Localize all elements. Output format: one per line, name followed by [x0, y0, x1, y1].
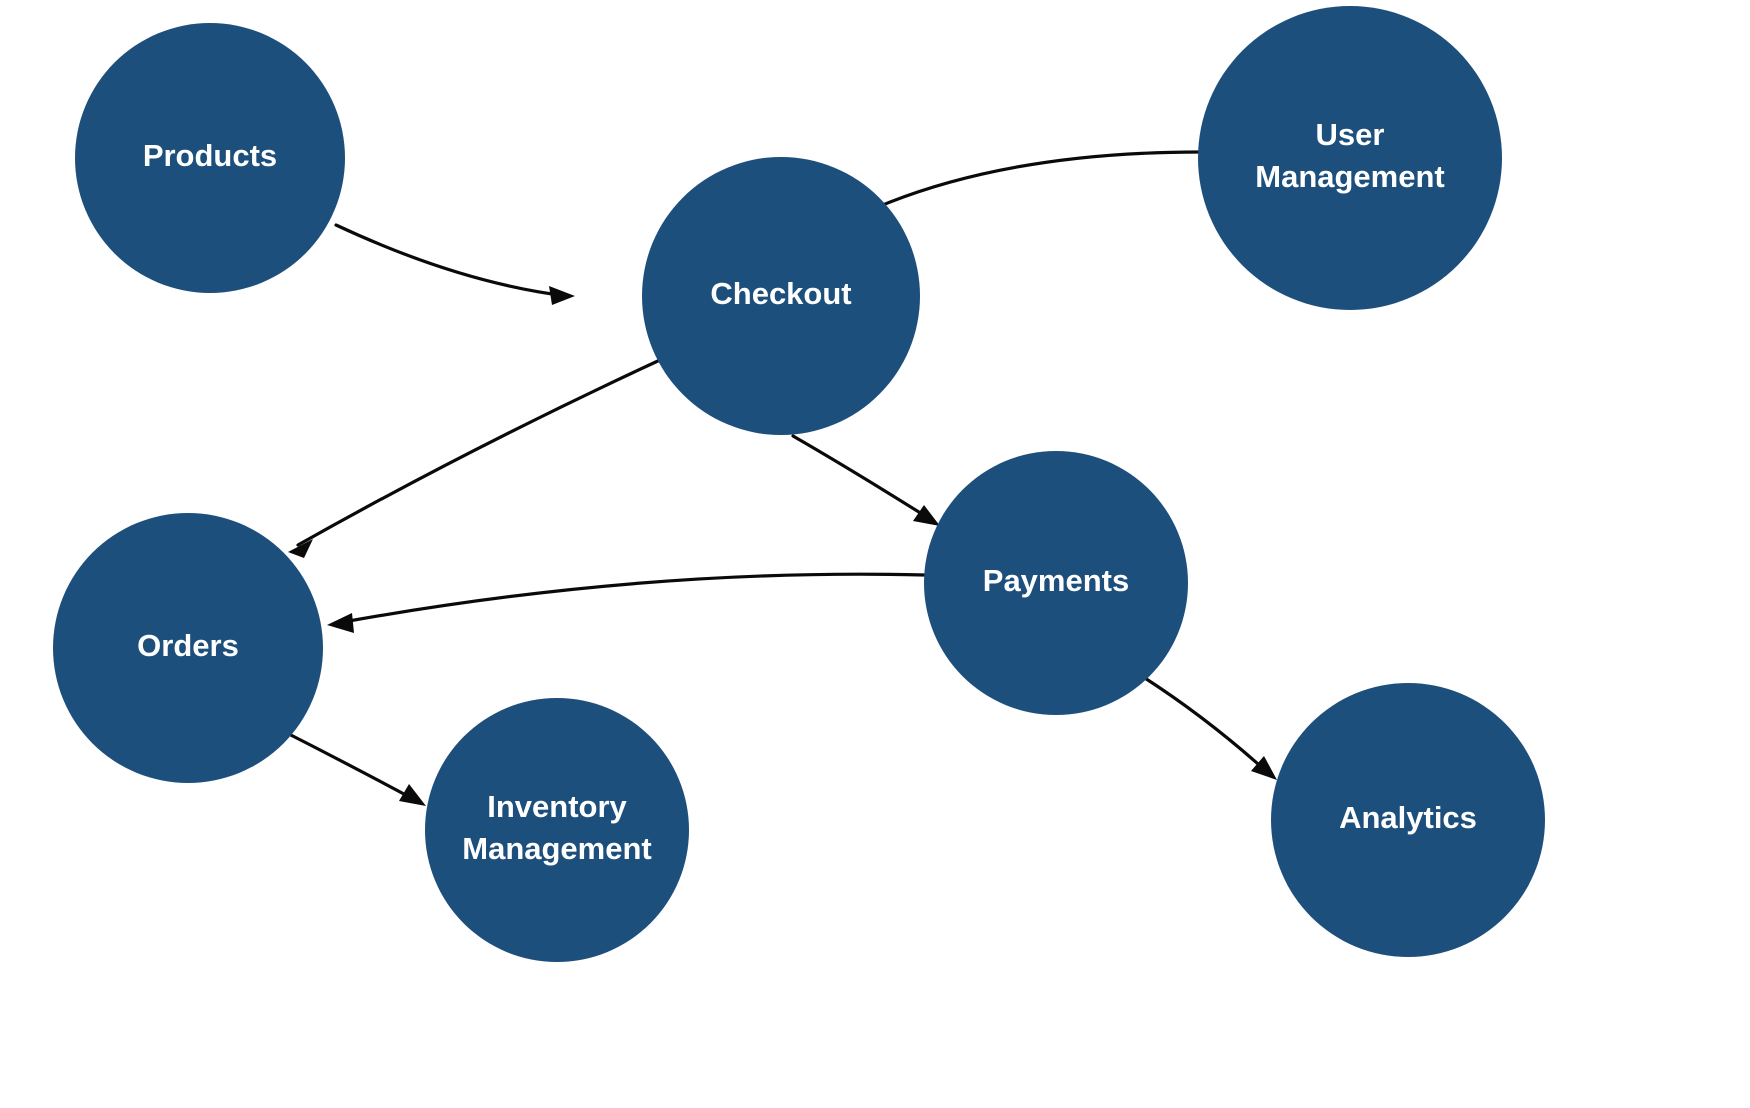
arrowhead-icon [1251, 756, 1277, 780]
edge-line [279, 728, 417, 802]
edge-line [843, 150, 1202, 224]
edge-line [296, 358, 662, 547]
node-analytics[interactable]: Analytics [1271, 683, 1545, 957]
arrowhead-icon [327, 613, 354, 633]
arrowhead-icon [913, 505, 940, 526]
arrowhead-icon [288, 539, 313, 558]
edges-layer [279, 150, 1277, 806]
arrowhead-icon [399, 784, 426, 806]
edge-line [1135, 671, 1269, 774]
node-shape[interactable] [642, 157, 920, 435]
node-orders[interactable]: Orders [53, 513, 323, 783]
node-payments[interactable]: Payments [924, 451, 1188, 715]
arrowhead-icon [549, 286, 575, 305]
edge-checkout-to-orders [288, 358, 662, 558]
node-shape[interactable] [53, 513, 323, 783]
node-products[interactable]: Products [75, 23, 345, 293]
edge-line [334, 223, 569, 298]
node-shape[interactable] [75, 23, 345, 293]
edge-line [336, 572, 926, 625]
node-shape[interactable] [425, 698, 689, 962]
node-shape[interactable] [1198, 6, 1502, 310]
node-shape[interactable] [1271, 683, 1545, 957]
edge-orders-to-inventory-management [279, 728, 426, 806]
node-checkout[interactable]: Checkout [642, 157, 920, 435]
edge-line [791, 434, 932, 521]
edge-payments-to-analytics [1135, 671, 1277, 780]
edge-payments-to-orders [327, 572, 926, 633]
edge-checkout-to-payments [791, 434, 940, 526]
edge-products-to-checkout [334, 223, 575, 305]
node-shape[interactable] [924, 451, 1188, 715]
